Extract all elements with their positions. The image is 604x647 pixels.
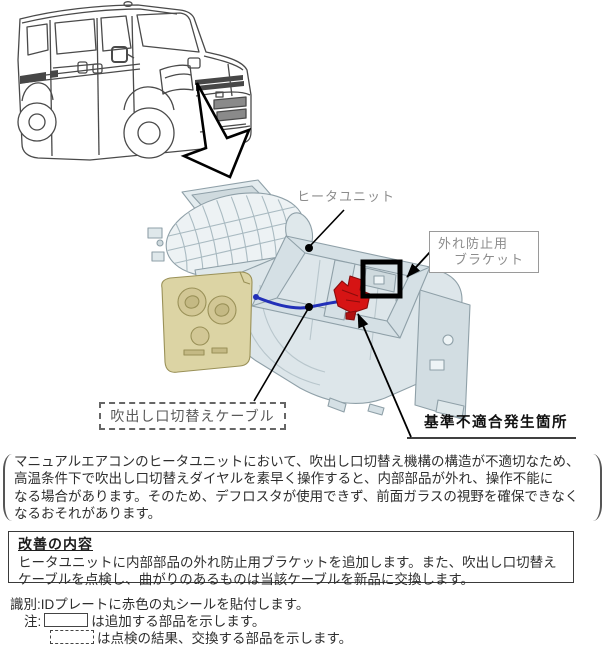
down-right-hollow-arrow [180,82,252,179]
heater-unit-illustration [147,179,471,421]
note-replaced-text: は点検の結果、交換する部品を示します。 [97,631,353,646]
note-added-parts: 注: は追加する部品を示します。 [24,610,265,630]
improvement-heading: 改善の内容 [18,536,93,552]
note-prefix: 注: [24,614,42,629]
bracket-label-line1: 外れ防止用 [438,236,509,251]
note-added-text: は追加する部品を示します。 [91,614,266,629]
improvement-line: ヒータユニットに内部部品の外れ防止用ブラケットを追加します。また、吹出し口切替え [18,555,557,570]
figure-artwork [17,1,576,439]
leader-lines [253,209,576,439]
highlight-rectangle [360,259,403,299]
bracket-label-line2: ブラケット [454,252,525,267]
problem-description-text: マニュアルエアコンのヒータユニットにおいて、吹出し口切替え機構の構造が不適切なた… [14,453,592,523]
left-parenthesis [3,454,14,521]
solid-box-legend-icon [44,613,89,627]
problem-description: マニュアルエアコンのヒータユニットにおいて、吹出し口切替え機構の構造が不適切なた… [0,452,604,528]
defect-location-label: 基準不適合発生箇所 [424,415,568,431]
van-line-drawing [17,1,252,161]
dashed-box-legend-icon [50,630,94,644]
description-line: マニュアルエアコンのヒータユニットにおいて、吹出し口切替え機構の構造が不適切なた… [14,454,580,469]
description-line: なる場合があります。そのため、デフロスタが使用できず、前面ガラスの視野を確保でき… [14,488,579,504]
improvement-line: ケーブルを点検し、曲がりのあるものは当該ケーブルを新品に交換します。 [18,571,475,587]
note-replaced-parts: は点検の結果、交換する部品を示します。 [47,627,352,647]
description-line: なるおそれがあります。 [14,506,162,522]
cable-label-box: 吹出し口切替えケーブル [99,402,286,430]
bracket-label-box: 外れ防止用 ブラケット [429,231,539,273]
improvement-box: 改善の内容 ヒータユニットに内部部品の外れ防止用ブラケットを追加します。また、吹… [8,531,574,587]
control-panel-cream [161,271,253,373]
identification-line: 識別:IDプレートに赤色の丸シールを貼付します。 [10,597,310,612]
right-parenthesis [591,454,602,521]
heater-unit-label: ヒータユニット [297,189,396,204]
description-line: 高温条件下で吹出し口切替えダイヤルを素早く操作すると、内部部品が外れ、操作不能に [14,471,554,487]
